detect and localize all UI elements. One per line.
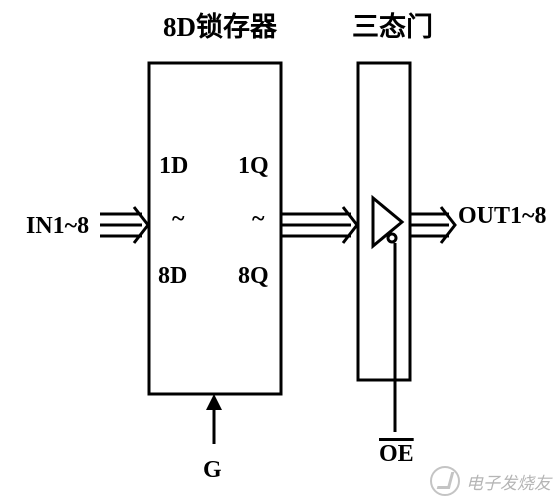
latch-output-bottom-label: 8Q: [238, 263, 269, 289]
watermark-logo-icon: [430, 466, 460, 496]
output-signal-label: OUT1~8: [458, 203, 547, 229]
latch-input-bottom-label: 8D: [158, 263, 188, 289]
input-signal-label: IN1~8: [26, 213, 90, 239]
latch-output-top-label: 1Q: [238, 153, 269, 179]
latch-box: [147, 61, 283, 396]
gate-arrow: [206, 394, 222, 444]
input-bus-arrow: [100, 206, 150, 244]
watermark: 电子发烧友: [430, 466, 551, 496]
latch-input-top-label: 1D: [159, 153, 189, 179]
watermark-text: 电子发烧友: [466, 473, 551, 494]
latch-input-tilde: ~: [172, 206, 185, 232]
gate-signal-label: G: [203, 457, 222, 483]
latch-output-tilde: ~: [252, 206, 265, 232]
latch-title: 8D锁存器: [163, 12, 277, 42]
tristate-title: 三态门: [352, 12, 433, 42]
output-bus-arrow: [410, 206, 457, 244]
latch-to-gate-bus-arrow: [281, 206, 359, 244]
tristate-buffer-symbol: [371, 194, 405, 250]
output-enable-label: OE: [379, 441, 414, 467]
tristate-box: [356, 61, 412, 382]
